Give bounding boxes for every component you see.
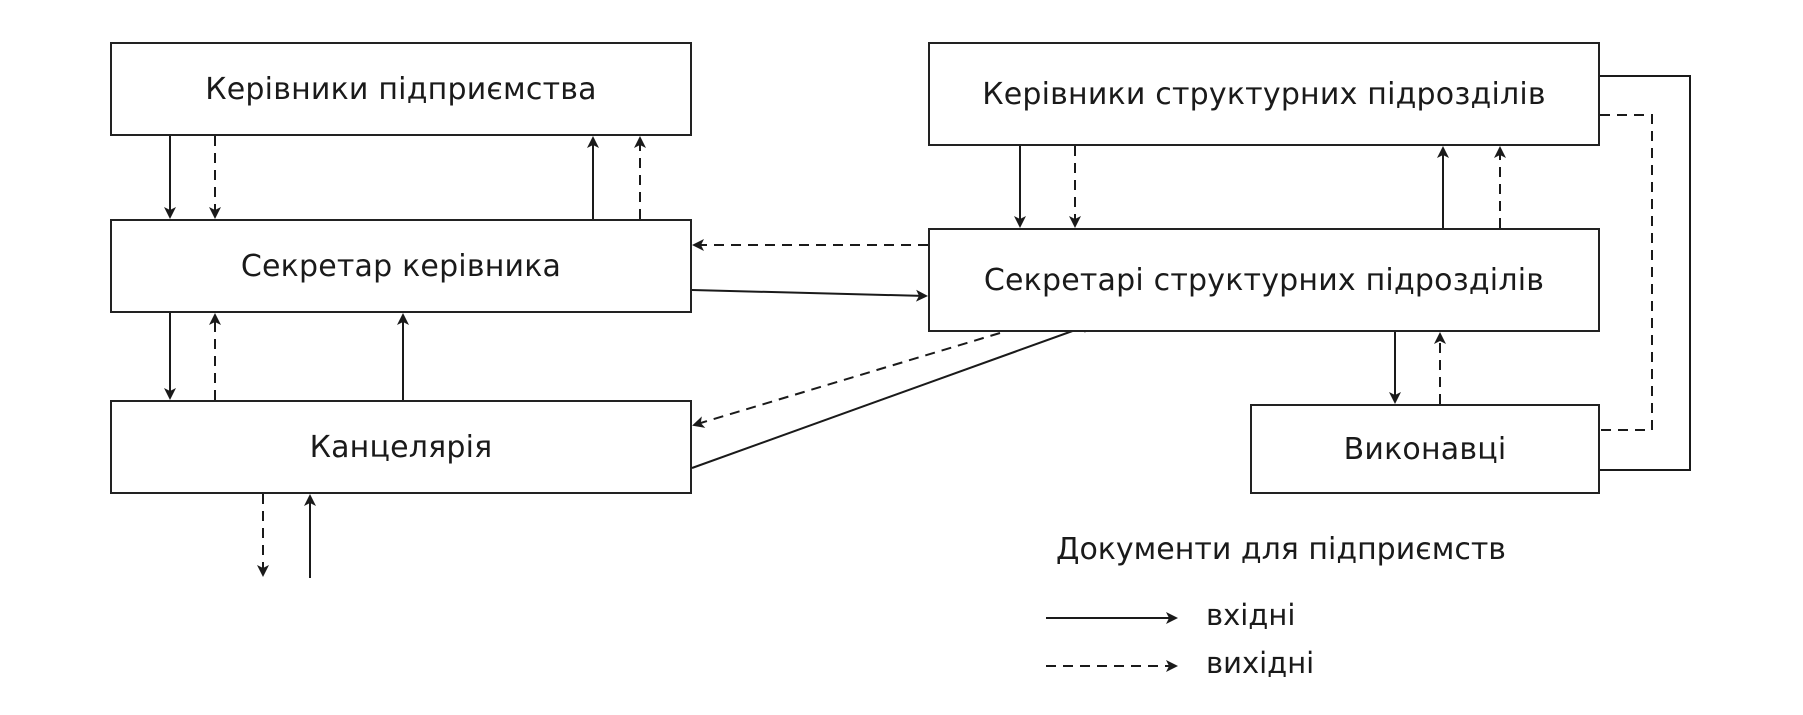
box-unit-secretaries: Секретарі структурних підрозділів <box>928 228 1600 332</box>
box-label-unit-heads: Керівники структурних підрозділів <box>982 76 1546 112</box>
box-label-executors: Виконавці <box>1343 431 1507 467</box>
box-unit-heads: Керівники структурних підрозділів <box>928 42 1600 146</box>
edge-unit-heads-to-executors-outgoing <box>1600 114 1653 431</box>
edge-secretary-to-unit-secretaries-incoming <box>691 289 928 302</box>
edge-unit-heads-to-executors-incoming <box>1600 75 1691 471</box>
legend-title: Документи для підприємств <box>1056 532 1506 567</box>
box-label-manager-secretary: Секретар керівника <box>240 248 562 284</box>
legend-label-outgoing: вихідні <box>1206 646 1315 680</box>
edge-unit-secretaries-to-office-outgoing <box>692 332 1001 428</box>
legend-label-incoming: вхідні <box>1206 598 1296 632</box>
box-executors: Виконавці <box>1250 404 1600 494</box>
box-label-enterprise-managers: Керівники підприємства <box>205 71 597 107</box>
box-label-office: Канцелярія <box>309 429 493 465</box>
box-manager-secretary: Секретар керівника <box>110 219 692 313</box>
box-label-unit-secretaries: Секретарі структурних підрозділів <box>983 262 1545 298</box>
box-enterprise-managers: Керівники підприємства <box>110 42 692 136</box>
box-office: Канцелярія <box>110 400 692 494</box>
edge-office-to-unit-secretaries-incoming <box>691 321 1094 469</box>
